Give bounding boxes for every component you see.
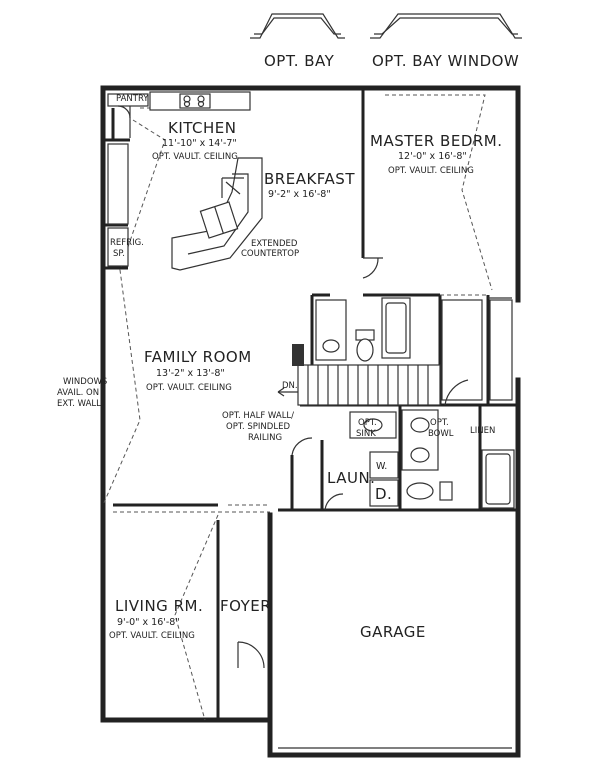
dryer-label: D. bbox=[375, 485, 392, 503]
opt-bay-window-label: OPT. BAY WINDOW bbox=[372, 52, 519, 70]
opt-bowl-label-line1: OPT. bbox=[430, 418, 449, 428]
master-dims: 12'-0" x 16'-8" bbox=[398, 151, 467, 162]
burner-icon bbox=[183, 100, 191, 108]
garage-label: GARAGE bbox=[360, 623, 426, 641]
opt-sink-label-line2: SINK bbox=[356, 429, 376, 439]
breakfast-label: BREAKFAST bbox=[264, 170, 355, 188]
entry-door bbox=[237, 640, 272, 675]
kitchen-label: KITCHEN bbox=[168, 119, 237, 137]
lavatory-icon bbox=[410, 447, 430, 463]
laundry-label: LAUN. bbox=[327, 469, 375, 487]
living-room-note: OPT. VAULT. CEILING bbox=[109, 631, 195, 641]
toilet-icon bbox=[356, 338, 374, 362]
kitchen-counters bbox=[107, 91, 251, 267]
countertop-label-line2: COUNTERTOP bbox=[241, 249, 299, 259]
windows-note-line3: EXT. WALL bbox=[57, 399, 101, 409]
kitchen-dims: 11'-10" x 14'-7" bbox=[162, 138, 237, 149]
opt-bay-outline bbox=[250, 13, 345, 39]
linen-label: LINEN bbox=[470, 426, 495, 436]
half-wall-note-line1: OPT. HALF WALL/ bbox=[222, 411, 294, 421]
exterior-walls bbox=[100, 85, 521, 758]
foyer-label: FOYER bbox=[220, 597, 271, 615]
stairs bbox=[277, 344, 441, 406]
opt-sink-icon bbox=[363, 418, 383, 432]
washer-label: W. bbox=[376, 461, 387, 472]
lavatory-icon bbox=[322, 339, 340, 353]
living-room-dims: 9'-0" x 16'-8" bbox=[117, 617, 180, 628]
windows-note-line2: AVAIL. ON bbox=[57, 388, 99, 398]
living-room-label: LIVING RM. bbox=[115, 597, 203, 615]
half-wall-note-line3: RAILING bbox=[248, 433, 282, 443]
burner-icon bbox=[197, 100, 205, 108]
breakfast-dims: 9'-2" x 16'-8" bbox=[268, 189, 331, 200]
fridge-space-icon bbox=[107, 227, 129, 267]
opt-bay-window-outline bbox=[370, 13, 522, 39]
stair-post-icon bbox=[292, 344, 304, 366]
range-icon bbox=[179, 93, 211, 109]
kitchen-island bbox=[171, 157, 263, 271]
opt-sink-label-line1: OPT. bbox=[358, 418, 377, 428]
family-room-note: OPT. VAULT. CEILING bbox=[146, 383, 232, 393]
kitchen-note: OPT. VAULT. CEILING bbox=[152, 152, 238, 162]
family-room-label: FAMILY ROOM bbox=[144, 348, 252, 366]
master-note: OPT. VAULT. CEILING bbox=[388, 166, 474, 176]
countertop-label-line1: EXTENDED bbox=[251, 239, 298, 249]
half-bath bbox=[291, 409, 515, 511]
windows-note-line1: WINDOWS bbox=[63, 377, 107, 387]
pantry bbox=[107, 93, 149, 138]
refrig-label-line1: REFRIG. bbox=[110, 238, 144, 248]
opt-bowl-label-line2: BOWL bbox=[428, 429, 454, 439]
refrig-label-line2: SP. bbox=[113, 249, 125, 259]
toilet-icon bbox=[406, 482, 434, 500]
pantry-label: PANTRY bbox=[116, 94, 149, 104]
opt-bowl-icon bbox=[410, 417, 430, 433]
master-label: MASTER BEDRM. bbox=[370, 132, 503, 150]
family-room-dims: 13'-2" x 13'-8" bbox=[156, 368, 225, 379]
dryer-icon bbox=[369, 479, 399, 507]
master-bath bbox=[315, 257, 513, 406]
opt-bay-label: OPT. BAY bbox=[264, 52, 335, 70]
washer-icon bbox=[369, 451, 399, 479]
half-wall-note-line2: OPT. SPINDLED bbox=[226, 422, 290, 432]
stair-down-label: DN. bbox=[282, 381, 298, 391]
